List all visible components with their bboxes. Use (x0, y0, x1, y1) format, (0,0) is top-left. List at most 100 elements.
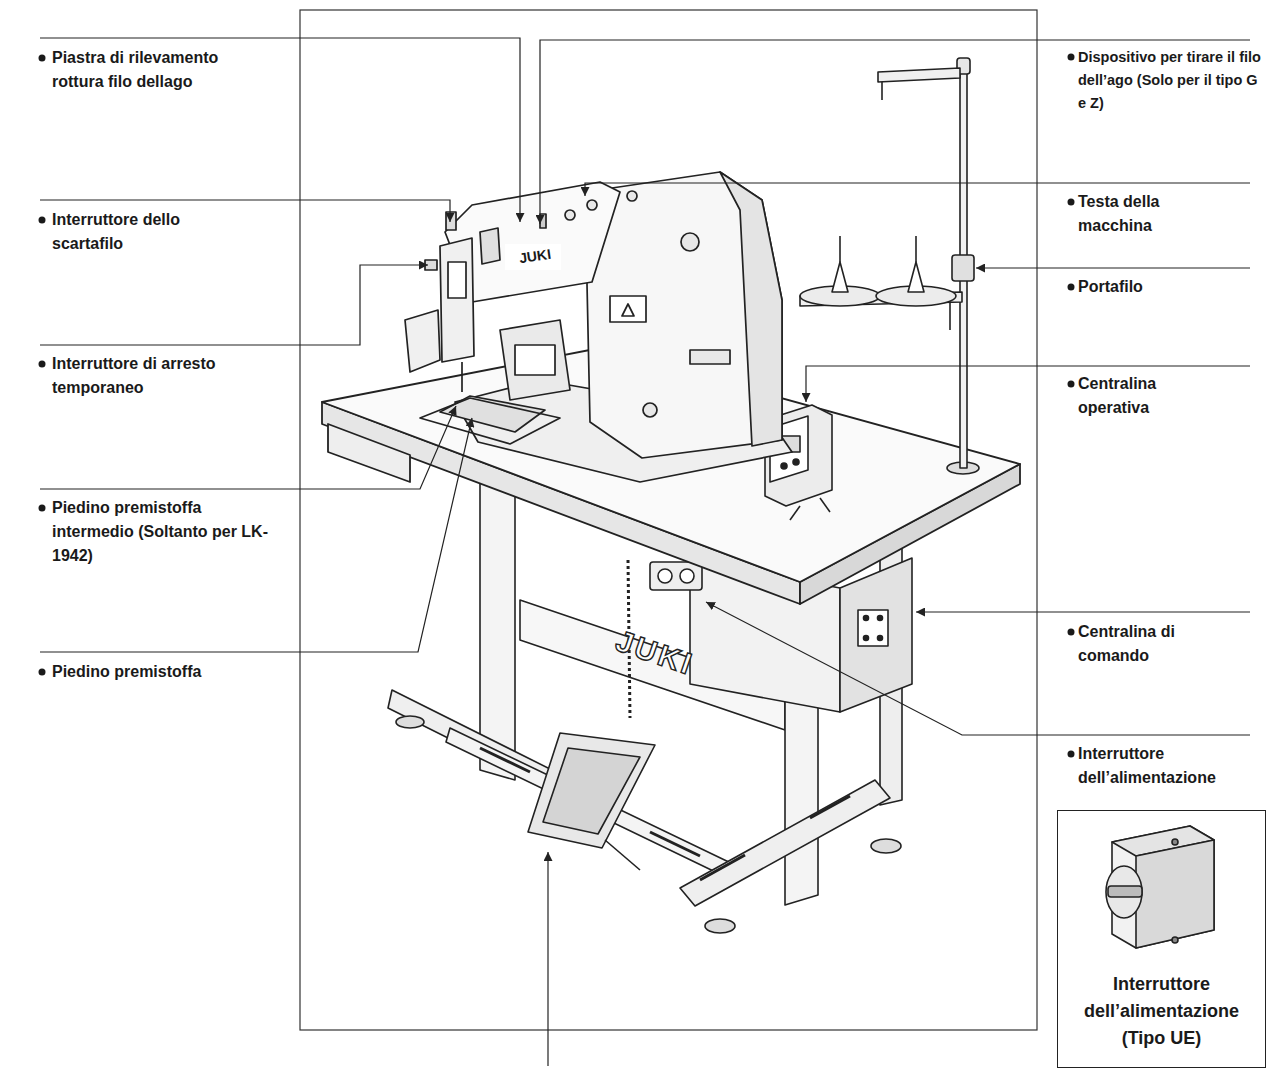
bullet-dot (39, 361, 46, 368)
thread-stand (839, 236, 841, 262)
machine-head (480, 228, 500, 264)
control-box (878, 616, 883, 621)
leader-line (40, 418, 472, 652)
machine-head (587, 200, 597, 210)
control-box (858, 610, 888, 646)
part-label: Dispositivo per tirare il filo dell’ago … (1078, 46, 1264, 115)
machine-head (440, 238, 474, 362)
control-box (840, 558, 912, 712)
machine-head (446, 212, 456, 230)
control-box (658, 569, 672, 583)
machine-head (540, 214, 546, 228)
operation-panel (781, 463, 787, 469)
bullet-dot (39, 54, 1075, 758)
machine-head (627, 191, 637, 201)
inset-caption: Interruttore dell’alimentazione (Tipo UE… (1058, 971, 1265, 1052)
machine-head (565, 210, 575, 220)
control-box (864, 616, 869, 621)
leader-line (916, 611, 1250, 612)
leader-line (976, 267, 1250, 268)
thread-stand (915, 236, 917, 262)
machine-head (610, 296, 646, 322)
machine-head (500, 320, 570, 400)
bullet-dot (1068, 54, 1075, 61)
bullet-dot (1068, 199, 1075, 206)
switch-illustration (1106, 866, 1142, 918)
part-label: Piedino premistoffa intermedio (Soltanto… (52, 496, 282, 568)
machine-head (420, 398, 560, 444)
switch-illustration (1172, 839, 1178, 845)
table-stand (396, 716, 424, 728)
leader-line (706, 602, 1250, 735)
thread-stand (878, 68, 960, 82)
machine-head (440, 396, 545, 432)
part-label: Interruttore dello scartafilo (52, 208, 227, 256)
part-label: Centralina di comando (1078, 620, 1218, 668)
bullet-dot (1068, 284, 1075, 291)
leader-line (40, 38, 1250, 1066)
machine-head (405, 172, 792, 482)
part-label: Piastra di rilevamento rottura filo dell… (52, 46, 272, 94)
table-stand (446, 728, 735, 880)
foot-pedal (605, 840, 640, 870)
thread-stand (949, 302, 951, 330)
operation-panel (820, 498, 830, 512)
table-stand (680, 780, 890, 906)
machine-head (448, 262, 466, 298)
picture-frame (300, 10, 1037, 1030)
operation-panel (793, 459, 799, 465)
thread-stand (881, 82, 883, 100)
thread-stand (832, 262, 848, 292)
switch-illustration (1106, 826, 1214, 948)
bullet-dot (1068, 629, 1075, 636)
machine-head (681, 233, 699, 251)
control-box (680, 569, 694, 583)
machine-head (622, 304, 634, 316)
bullet-dot (1068, 381, 1075, 388)
foot-pedal (528, 733, 655, 848)
machine-head (690, 350, 730, 364)
table-stand (650, 832, 700, 856)
bullet-dot (39, 55, 46, 62)
picture-frame (300, 10, 1037, 1030)
control-box (650, 562, 702, 590)
foot-pedal (528, 560, 655, 870)
thread-stand (908, 262, 924, 292)
foot-pedal (543, 748, 640, 834)
switch-illustration (1172, 937, 1178, 943)
table-top (328, 424, 410, 482)
bullet-dot (1068, 751, 1075, 758)
part-label: Interruttore di arresto temporaneo (52, 352, 272, 400)
operation-panel (790, 506, 800, 520)
switch-illustration (1136, 840, 1214, 948)
part-label: Centralina operativa (1078, 372, 1198, 420)
inset-box: Interruttore dell’alimentazione (Tipo UE… (1057, 810, 1266, 1068)
machine-head (505, 244, 561, 270)
leader-line (806, 366, 1250, 402)
machine-head (720, 172, 782, 446)
bullet-dot (39, 505, 46, 512)
part-label: Piedino premistoffa (52, 660, 282, 684)
machine-head (461, 362, 463, 392)
bullet-dot (39, 217, 46, 224)
machine-head (515, 345, 555, 375)
switch-illustration (1108, 886, 1142, 897)
table-stand (871, 839, 901, 853)
part-label: Testa della macchina (1078, 190, 1228, 238)
thread-stand (952, 255, 974, 281)
table-stand (700, 855, 745, 880)
machine-head (585, 172, 782, 458)
machine-head (643, 403, 657, 417)
part-label: Portafilo (1078, 275, 1228, 299)
part-label: Interruttore dell’alimentazione (1078, 742, 1254, 790)
table-stand (480, 748, 530, 772)
control-box (878, 636, 883, 641)
table-stand (810, 796, 850, 818)
machine-head (405, 310, 440, 372)
control-box (864, 636, 869, 641)
leader-line (40, 406, 456, 489)
bullet-dot (39, 669, 46, 676)
table-stand (705, 919, 735, 933)
leader-line (547, 852, 548, 1066)
